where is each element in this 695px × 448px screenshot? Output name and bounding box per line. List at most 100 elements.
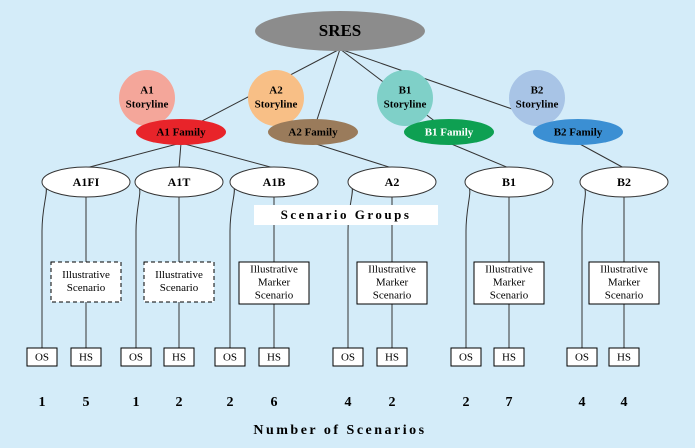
hs-count-b2: 4: [621, 395, 628, 410]
storyline-circle-a1: [119, 70, 175, 126]
scenario-box-a1t: [143, 261, 215, 303]
hs-count-b1: 7: [506, 395, 513, 410]
family-node-a1: [136, 119, 226, 145]
group-node-a2: [347, 166, 437, 198]
scenario-box-text-a1b-1: Illustrative: [250, 264, 298, 276]
storyline-label-a1-line2: Storyline: [126, 99, 169, 111]
storyline-label-a1-line1: A1: [140, 85, 153, 97]
os-label-a2: OS: [341, 352, 355, 364]
os-count-a2: 4: [345, 395, 352, 410]
family-label-a1: A1 Family: [156, 127, 206, 139]
scenario-box-text-a1b-2: Marker: [258, 277, 291, 289]
line-family-to-group-b1: [448, 142, 510, 169]
family-label-a2: A2 Family: [288, 127, 338, 139]
os-count-a1fi: 1: [39, 395, 46, 410]
line-family-to-group-a2: [312, 142, 393, 169]
scenario-box-text-b1-2: Marker: [493, 277, 526, 289]
group-node-b2: [579, 166, 669, 198]
scenario-box-text-a1t-2: Scenario: [160, 282, 199, 294]
hs-box-a1b: [258, 347, 290, 367]
scenario-box-text-a1fi-2: Scenario: [67, 282, 106, 294]
os-box-a1t: [120, 347, 152, 367]
hs-label-b1: HS: [502, 352, 516, 364]
os-count-b1: 2: [463, 395, 470, 410]
os-count-a1t: 1: [133, 395, 140, 410]
family-node-b1: [404, 119, 494, 145]
storyline-label-b2-line1: B2: [531, 85, 544, 97]
hs-box-b2: [608, 347, 640, 367]
storyline-label-b1-line2: Storyline: [384, 99, 427, 111]
sres-root-node: [255, 11, 425, 51]
scenario-box-b1: [473, 261, 545, 305]
family-label-b1: B1 Family: [425, 127, 474, 139]
scenario-box-a1fi: [50, 261, 122, 303]
scenario-box-a2: [356, 261, 428, 305]
line-group-to-os-a1b: [229, 186, 235, 348]
scenario-groups-heading: Scenario Groups: [281, 207, 412, 222]
diagram-labels: SRESA1StorylineA2StorylineB1StorylineB2S…: [35, 21, 648, 438]
scenario-groups-heading-bg: [254, 205, 438, 225]
os-box-b2: [566, 347, 598, 367]
scenario-box-text-a2-3: Scenario: [373, 290, 412, 302]
sres-root-label: SRES: [319, 21, 362, 40]
group-node-a1t: [134, 166, 224, 198]
line-family-to-group-a1b: [180, 142, 275, 169]
storyline-circle-a2: [248, 70, 304, 126]
os-box-a1b: [214, 347, 246, 367]
group-label-b2: B2: [617, 175, 631, 189]
line-family-to-group-a1t: [178, 142, 182, 169]
os-box-b1: [450, 347, 482, 367]
os-label-a1t: OS: [129, 352, 143, 364]
scenario-box-a1b: [238, 261, 310, 305]
os-count-b2: 4: [579, 395, 586, 410]
hs-count-a1b: 6: [271, 395, 278, 410]
number-of-scenarios-label: Number of Scenarios: [253, 423, 426, 438]
os-label-a1b: OS: [223, 352, 237, 364]
storyline-label-b2-line2: Storyline: [516, 99, 559, 111]
os-count-a1b: 2: [227, 395, 234, 410]
line-family-to-group-a1fi: [85, 142, 182, 169]
hs-label-b2: HS: [617, 352, 631, 364]
hs-label-a1t: HS: [172, 352, 186, 364]
line-family-to-group-b2: [577, 142, 625, 169]
hs-count-a2: 2: [389, 395, 396, 410]
hs-count-a1t: 2: [176, 395, 183, 410]
diagram-nodes: [26, 11, 669, 367]
os-label-b1: OS: [459, 352, 473, 364]
os-label-b2: OS: [575, 352, 589, 364]
hs-label-a1b: HS: [267, 352, 281, 364]
hs-label-a2: HS: [385, 352, 399, 364]
storyline-label-a2-line2: Storyline: [255, 99, 298, 111]
hs-box-a1fi: [70, 347, 102, 367]
os-box-a1fi: [26, 347, 58, 367]
group-label-a1t: A1T: [168, 175, 191, 189]
os-box-a2: [332, 347, 364, 367]
scenario-box-text-a1fi-1: Illustrative: [62, 269, 110, 281]
group-label-a2: A2: [385, 175, 400, 189]
line-group-to-os-b2: [581, 186, 586, 348]
scenario-box-text-a2-1: Illustrative: [368, 264, 416, 276]
scenario-box-text-a2-2: Marker: [376, 277, 409, 289]
group-label-a1b: A1B: [263, 175, 286, 189]
scenario-box-text-a1b-3: Scenario: [255, 290, 294, 302]
line-root-to-family-a2: [312, 48, 341, 133]
family-node-a2: [268, 119, 358, 145]
hs-box-a1t: [163, 347, 195, 367]
hs-label-a1fi: HS: [79, 352, 93, 364]
scenario-box-text-b2-2: Marker: [608, 277, 641, 289]
group-node-b1: [464, 166, 554, 198]
scenario-box-text-b1-3: Scenario: [490, 290, 529, 302]
scenario-box-text-b2-3: Scenario: [605, 290, 644, 302]
line-group-to-os-a1t: [135, 186, 141, 348]
group-label-b1: B1: [502, 175, 516, 189]
hs-count-a1fi: 5: [83, 395, 90, 410]
family-label-b2: B2 Family: [554, 127, 603, 139]
storyline-circle-b2: [509, 70, 565, 126]
storyline-label-a2-line1: A2: [269, 85, 283, 97]
line-group-to-os-a1fi: [41, 186, 47, 348]
scenario-box-text-b2-1: Illustrative: [600, 264, 648, 276]
group-node-a1b: [229, 166, 319, 198]
os-label-a1fi: OS: [35, 352, 49, 364]
